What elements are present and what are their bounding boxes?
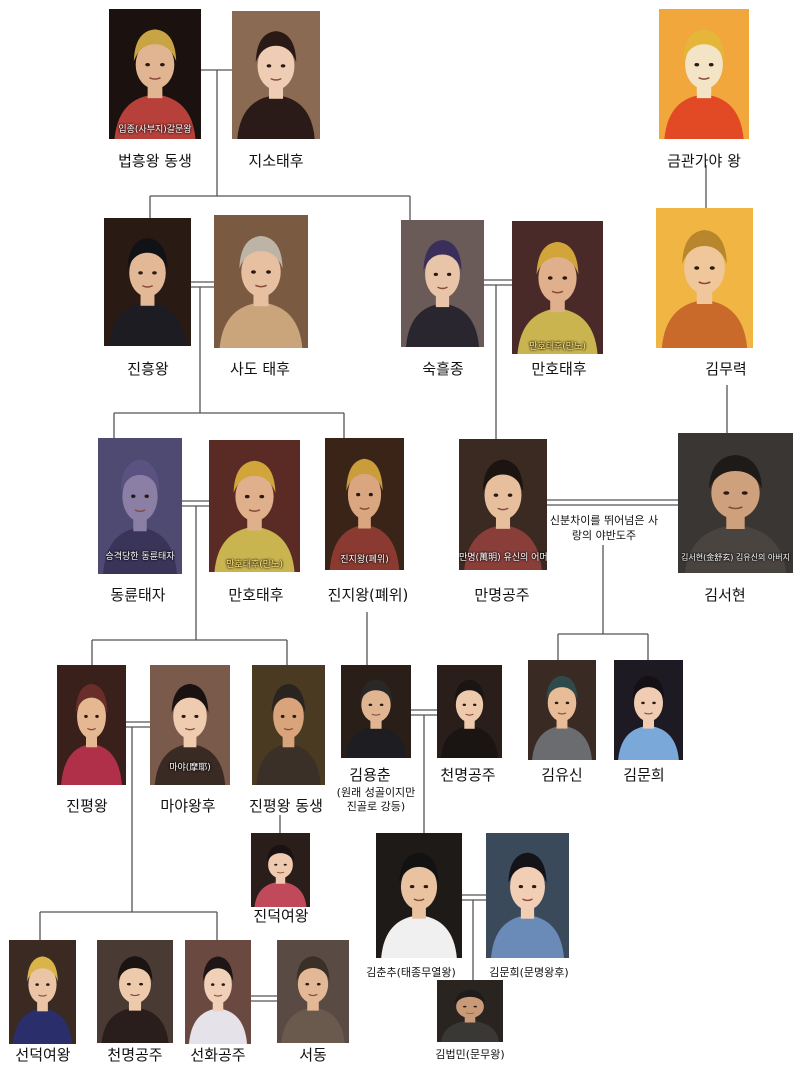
portrait-geumgwan-king: [659, 9, 749, 139]
person-name: 진덕여왕: [253, 907, 309, 925]
portrait-dongryun: [98, 438, 182, 574]
relation-note-text: 신분차이를 뛰어넘은 사랑의 야반도주: [549, 514, 659, 542]
portrait-seonhwa: [185, 940, 251, 1044]
portrait-seodong: [277, 940, 349, 1043]
portrait-kimseohyeon: [678, 433, 793, 573]
person-name: 동륜태자: [110, 586, 166, 604]
portrait-caption: 만호태후(만노): [529, 342, 586, 352]
person-name: 금관가야 왕: [667, 152, 741, 170]
person-name: 김서현: [704, 586, 746, 604]
portrait-sukheuljong: [401, 220, 484, 347]
person-name: 김용춘: [349, 766, 391, 784]
person-name: 김문희: [623, 766, 665, 784]
portrait-kimchunchu: [376, 833, 462, 958]
portrait-seondeok: [9, 940, 76, 1044]
portrait-kimyongchun: [341, 665, 411, 758]
person-name: 진평왕 동생: [249, 797, 323, 815]
portrait-kimmunhui-2: [486, 833, 569, 958]
person-name: 만호태후: [531, 360, 587, 378]
portrait-caption: 진지왕(폐위): [340, 555, 389, 565]
person-name: 사도 태후: [230, 360, 290, 378]
person-name: 김무력: [705, 360, 747, 378]
person-name: 김문희(문명왕후): [489, 966, 569, 979]
portrait-cheonmyeong-2: [97, 940, 173, 1043]
portrait-beopheung-brother: [109, 9, 201, 139]
portrait-cheonmyeong-1: [437, 665, 502, 758]
portrait-jinpyeong: [57, 665, 126, 785]
person-name: 선화공주: [190, 1046, 246, 1064]
person-name: 김유신: [541, 766, 583, 784]
person-name: 선덕여왕: [15, 1046, 71, 1064]
portrait-manho-2: [209, 440, 300, 572]
person-name: 김춘추(태종무열왕): [366, 966, 456, 979]
portrait-kimmuryeok: [656, 208, 753, 348]
portrait-jinji: [325, 438, 404, 570]
portrait-jindeok: [251, 833, 310, 907]
person-name: 만명공주: [474, 586, 530, 604]
person-name: 김법민(문무왕): [435, 1048, 505, 1061]
portrait-caption: 만호태후(만노): [226, 560, 283, 570]
person-name: 진평왕: [66, 797, 108, 815]
person-note: (원래 성골이지만 진골로 강등): [336, 786, 416, 813]
person-name: 천명공주: [440, 766, 496, 784]
person-name: 마야왕후: [160, 797, 216, 815]
person-name: 진지왕(폐위): [327, 586, 409, 604]
person-name: 법흥왕 동생: [118, 152, 192, 170]
portrait-kimmunhui-1: [614, 660, 683, 760]
person-name: 진흥왕: [127, 360, 169, 378]
portrait-caption: 마야(摩耶): [169, 763, 211, 773]
portrait-caption: 입종(사부지)갈문왕: [118, 125, 192, 135]
portrait-sado: [214, 215, 308, 348]
portrait-kimbeopmin: [437, 980, 503, 1042]
person-name: 천명공주: [107, 1046, 163, 1064]
portrait-caption: 김서현(金舒玄) 김유신의 아버지: [681, 553, 790, 562]
portrait-kimyusin: [528, 660, 596, 760]
portrait-caption: 만명(萬明) 유신의 어머니: [459, 553, 547, 563]
person-name: 지소태후: [248, 152, 304, 170]
portrait-jinpyeong-brother: [252, 665, 325, 785]
portrait-maya: [150, 665, 230, 785]
person-name: 숙흘종: [422, 360, 464, 378]
person-name: 서동: [299, 1046, 327, 1064]
portrait-jiso: [232, 11, 320, 139]
portrait-manho-1: [512, 221, 603, 354]
portrait-jinheung: [104, 218, 191, 346]
portrait-caption: 승격당한 동륜태자: [105, 552, 175, 562]
person-name: 만호태후: [228, 586, 284, 604]
relation-note: 신분차이를 뛰어넘은 사랑의 야반도주: [548, 513, 660, 543]
portrait-manmyeong: [459, 439, 547, 570]
